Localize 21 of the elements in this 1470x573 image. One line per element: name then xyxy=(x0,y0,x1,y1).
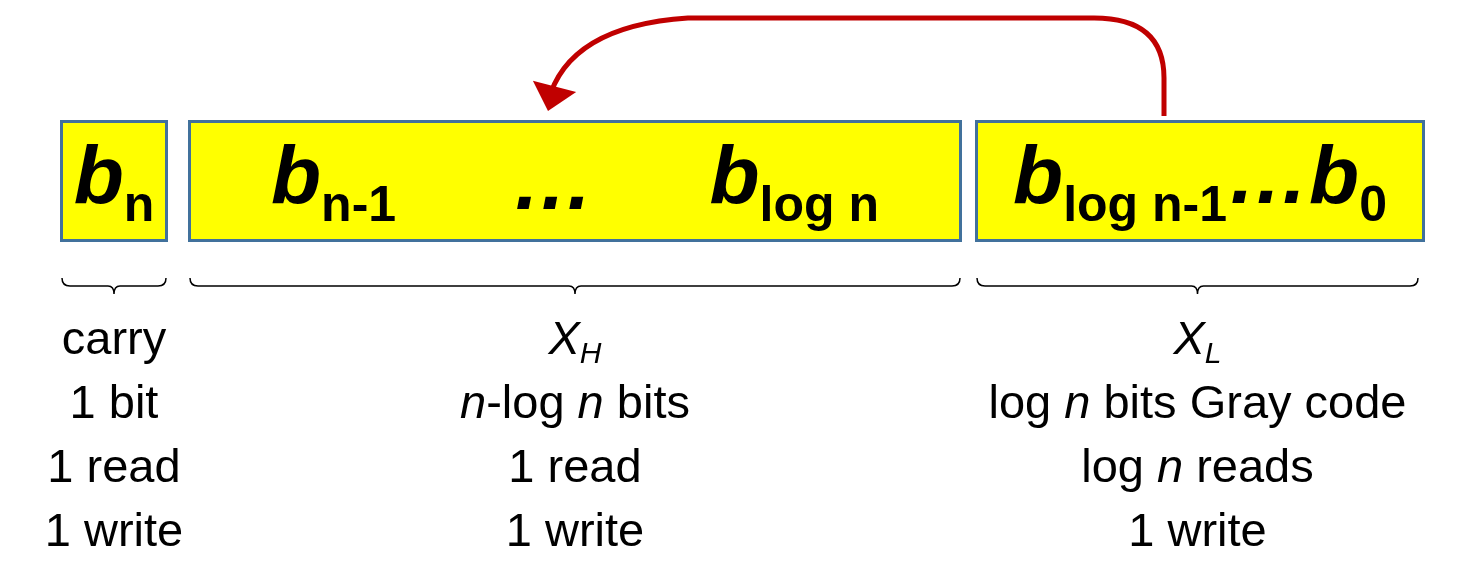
annotation-text: carry xyxy=(61,310,167,366)
bit-field-box xyxy=(188,120,962,242)
bit-label: … xyxy=(511,140,594,222)
bit-label: b$_{n-1}$ xyxy=(271,133,397,229)
annotation-text: log n bits Gray code xyxy=(988,374,1407,430)
bit-label: b$_{log n}$ xyxy=(709,133,879,229)
bit-field-box xyxy=(60,120,168,242)
annotation-text: 1 write xyxy=(44,502,184,558)
bit-field-box xyxy=(975,120,1425,242)
annotation-text: X$_{H}$ xyxy=(548,310,602,370)
bit-label: b$_{log n-1}$…b$_{0}$ xyxy=(1013,133,1387,229)
annotation-text: X$_{L}$ xyxy=(1173,310,1222,370)
annotation-text: n-log n bits xyxy=(460,374,690,430)
annotation-text: log n reads xyxy=(1081,438,1314,494)
annotation-text: 1 write xyxy=(505,502,645,558)
annotation-text: 1 write xyxy=(1128,502,1267,558)
curved-arrow xyxy=(534,15,1167,116)
bit-label: b$_{n}$ xyxy=(73,133,155,229)
annotation-text: 1 read xyxy=(47,438,181,494)
annotation-text: 1 bit xyxy=(69,374,159,430)
annotation-text: 1 read xyxy=(508,438,642,494)
